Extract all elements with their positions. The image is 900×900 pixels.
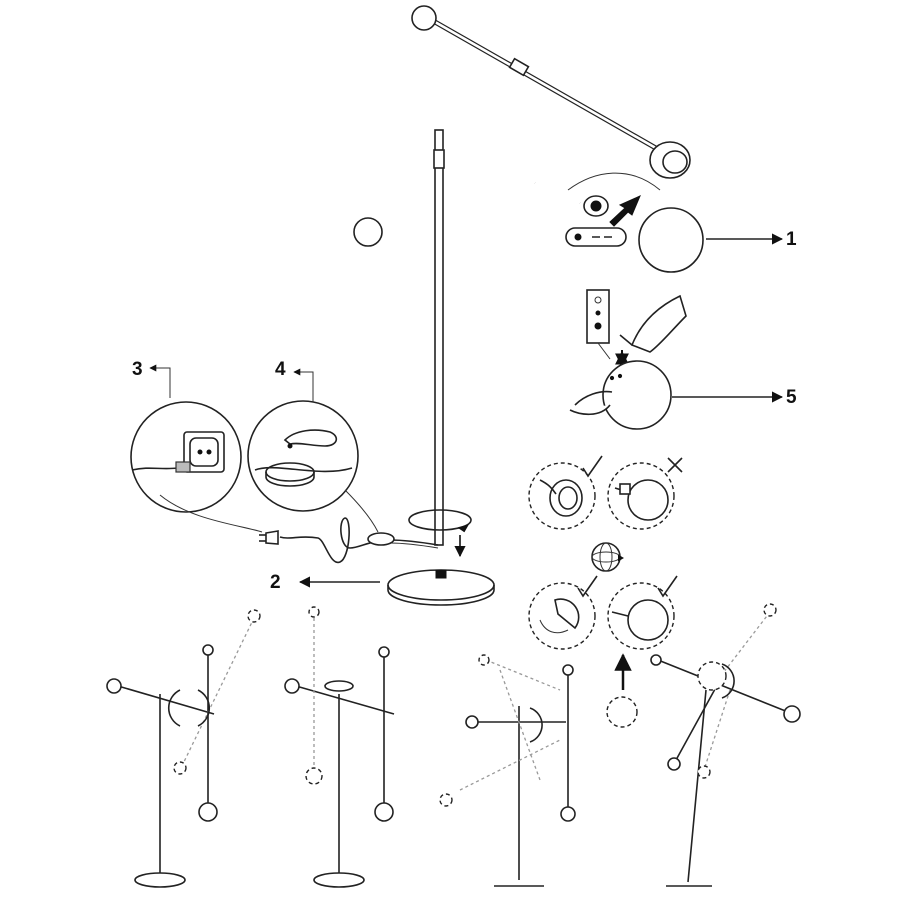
- arm-joint: [508, 57, 530, 77]
- pole-rotation-indicator: [408, 509, 472, 531]
- adjust-lamp-a: [106, 609, 261, 888]
- callout-plug-socket: [130, 364, 263, 533]
- check-mark-icon: [582, 455, 603, 478]
- counterweight-ball-top: [411, 5, 437, 31]
- foot-switch: [367, 532, 395, 546]
- adjust-lamp-d: [650, 603, 801, 887]
- callout-foot-switch: [247, 368, 379, 533]
- dimmer-legend-box: [586, 289, 610, 344]
- shade-angle-examples: [298, 455, 683, 690]
- rotate-3d-icon: [591, 542, 621, 572]
- step-number-1: 1: [786, 229, 797, 250]
- cross-mark-icon: [667, 457, 683, 473]
- callout-4-leader: [293, 368, 314, 402]
- insert-arrow-icon: [609, 195, 641, 227]
- check-mark-icon: [657, 575, 678, 598]
- step5-touch-control: [569, 289, 784, 430]
- globe-shade: [638, 207, 704, 273]
- power-cable-assembly: [259, 517, 439, 563]
- adjust-lamp-b: [284, 606, 395, 888]
- step-number-4: 4: [275, 359, 286, 380]
- touch-hand: [630, 294, 687, 353]
- step-number-2: 2: [270, 572, 281, 593]
- step1-shade-attach: [534, 172, 784, 273]
- pressing-foot-hand: [283, 429, 338, 447]
- check-mark-icon: [577, 575, 598, 598]
- step-number-3: 3: [132, 359, 143, 380]
- base-socket: [435, 569, 447, 579]
- step-number-5: 5: [786, 387, 797, 408]
- pole-joint: [433, 149, 445, 169]
- power-plug: [265, 530, 279, 545]
- counterweight-ball-left: [353, 217, 383, 247]
- lamp-pole: [434, 129, 444, 546]
- globe-shade-touch: [602, 360, 672, 430]
- adjust-lamp-c: [439, 654, 638, 887]
- main-floor-lamp: [353, 5, 691, 606]
- upper-arm: [427, 16, 669, 157]
- callout-3-leader: [149, 364, 171, 398]
